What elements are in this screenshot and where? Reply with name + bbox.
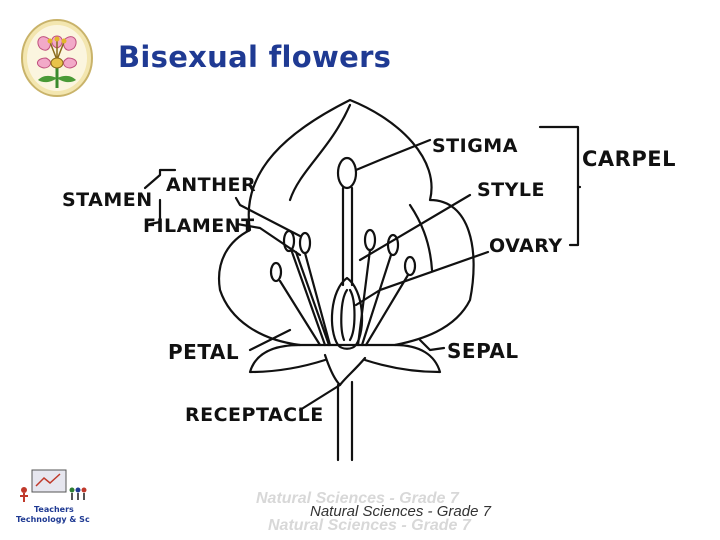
filament-shape: [278, 248, 410, 347]
label-anther: ANTHER: [166, 174, 256, 196]
teachers-logo-line1: Teachers: [34, 505, 74, 514]
label-stamen: STAMEN: [62, 189, 153, 211]
sepal-shape: [248, 343, 327, 374]
ovary-shape: [330, 276, 364, 350]
footer-watermark-top: Natural Sciences - Grade 7: [256, 490, 459, 507]
label-stigma: STIGMA: [432, 135, 518, 157]
footer-watermark-bottom: Natural Sciences - Grade 7: [268, 517, 471, 534]
label-filament: FILAMENT: [143, 215, 255, 237]
label-sepal: SEPAL: [447, 339, 519, 363]
receptacle-shape: [323, 353, 367, 387]
label-receptacle: RECEPTACLE: [185, 404, 324, 426]
petal-outline: [217, 98, 475, 347]
slide-title: Bisexual flowers: [118, 40, 392, 74]
style-shape: [341, 186, 354, 287]
flower-logo-icon: [21, 19, 93, 97]
teachers-logo-icon: Teachers Technology & Science: [16, 469, 90, 524]
label-petal: PETAL: [168, 340, 239, 364]
teachers-logo-line2: Technology & Science: [16, 515, 90, 524]
label-style: STYLE: [477, 179, 545, 201]
slide-footer: Natural Sciences - Grade 7: [310, 503, 491, 520]
stigma-shape: [336, 156, 358, 190]
label-carpel: CARPEL: [582, 147, 676, 171]
label-ovary: OVARY: [489, 235, 563, 257]
